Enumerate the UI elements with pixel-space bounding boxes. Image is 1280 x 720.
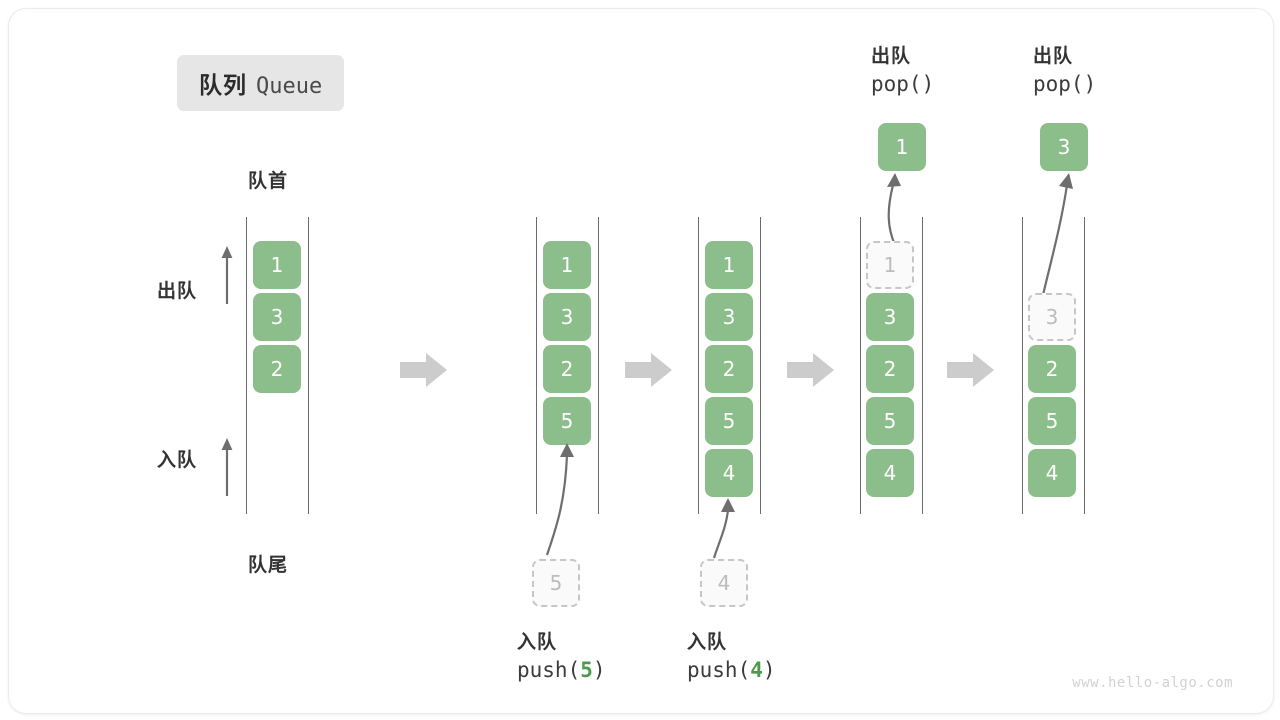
label-dequeue-direction: 出队	[157, 280, 198, 302]
popped-element: 3	[1040, 123, 1088, 171]
rail-left	[246, 217, 247, 514]
label-queue-tail: 队尾	[248, 554, 289, 576]
stage-header-pop-3: 出队 pop()	[1033, 41, 1096, 96]
incoming-element-ghost: 5	[532, 559, 580, 607]
pop-arrow-icon	[887, 173, 901, 246]
header-line-cn: 出队	[871, 45, 912, 67]
queue-cell: 3	[866, 293, 914, 341]
popped-element: 1	[878, 123, 926, 171]
queue-cell: 4	[1028, 449, 1076, 497]
queue-cell: 4	[705, 449, 753, 497]
queue-cell: 5	[705, 397, 753, 445]
caption-line-code: push(5)	[517, 658, 606, 682]
stage-caption-push-4: 入队 push(4)	[687, 627, 776, 682]
rail-left	[1022, 217, 1023, 514]
queue-cell: 5	[543, 397, 591, 445]
queue-cell: 1	[253, 241, 301, 289]
queue-cell: 5	[1028, 397, 1076, 445]
rail-left	[536, 217, 537, 514]
queue-cell-ghost: 3	[1028, 293, 1076, 341]
title-en: Queue	[256, 74, 323, 99]
dequeue-direction-arrow-icon	[221, 246, 233, 304]
queue-cell: 2	[1028, 345, 1076, 393]
queue-cell: 2	[543, 345, 591, 393]
caption-line-code: push(4)	[687, 658, 776, 682]
diagram-title-chip: 队列 Queue	[177, 55, 345, 111]
flow-arrow-icon-3	[787, 353, 834, 387]
queue-cell: 2	[866, 345, 914, 393]
rail-left	[698, 217, 699, 514]
queue-cell-ghost: 1	[866, 241, 914, 289]
flow-arrow-icon-1	[400, 353, 447, 387]
flow-arrow-icon-2	[625, 353, 672, 387]
title-cn: 队列	[199, 73, 247, 99]
rail-right	[598, 217, 599, 514]
queue-cell: 2	[253, 345, 301, 393]
pop-arrow-icon	[1041, 173, 1073, 296]
rail-right	[922, 217, 923, 514]
label-queue-head: 队首	[248, 170, 289, 192]
queue-cell: 3	[543, 293, 591, 341]
rail-right	[308, 217, 309, 514]
rail-right	[760, 217, 761, 514]
caption-line-cn: 入队	[517, 631, 558, 653]
stage-header-pop-1: 出队 pop()	[871, 41, 934, 96]
queue-cell: 1	[543, 241, 591, 289]
push-arrow-icon	[712, 498, 735, 559]
enqueue-direction-arrow-icon	[221, 438, 233, 496]
header-line-cn: 出队	[1033, 45, 1074, 67]
rail-right	[1084, 217, 1085, 514]
diagram-card: 队列 Queue 队首 队尾 出队 入队 1 3 2 1 3 2	[8, 8, 1274, 714]
header-line-code: pop()	[1033, 72, 1097, 96]
watermark: www.hello-algo.com	[1072, 675, 1233, 691]
label-enqueue-direction: 入队	[157, 449, 198, 471]
stage-caption-push-5: 入队 push(5)	[517, 627, 606, 682]
push-arrow-icon	[545, 443, 574, 556]
queue-cell: 2	[705, 345, 753, 393]
queue-cell: 3	[253, 293, 301, 341]
rail-left	[860, 217, 861, 514]
header-line-code: pop()	[871, 72, 935, 96]
queue-cell: 5	[866, 397, 914, 445]
queue-cell: 4	[866, 449, 914, 497]
queue-cell: 3	[705, 293, 753, 341]
caption-line-cn: 入队	[687, 631, 728, 653]
flow-arrow-icon-4	[947, 353, 994, 387]
incoming-element-ghost: 4	[700, 559, 748, 607]
queue-cell: 1	[705, 241, 753, 289]
